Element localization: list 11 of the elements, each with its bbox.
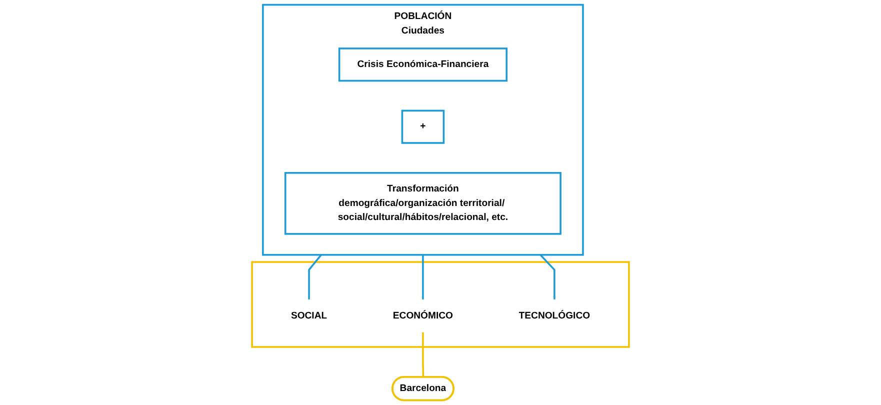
cluster: [251, 261, 630, 348]
node-text: ECONÓMICO: [392, 310, 453, 321]
node-text: TECNOLÓGICO: [518, 310, 590, 321]
node-box: Crisis Económica-Financiera: [338, 48, 508, 82]
node-text: SOCIAL: [290, 310, 328, 321]
connector: [422, 254, 424, 300]
node-box: Transformación demográfica/organización territorial/ social/cultural/hábitos/relacional, etc.: [284, 172, 562, 235]
node-box: +: [401, 110, 445, 144]
connector: [308, 254, 322, 300]
connector: [540, 254, 556, 300]
connector: [422, 332, 424, 378]
